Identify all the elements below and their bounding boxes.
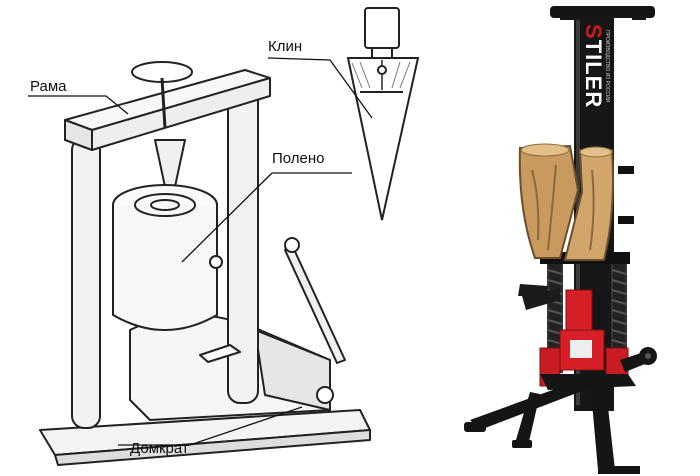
log-photo (518, 143, 614, 261)
label-wedge: Клин (268, 38, 303, 55)
base-legs (464, 347, 657, 474)
label-log: Полено (272, 150, 325, 167)
brand-subtext: ПРОИЗВОДСТВО ИЗ РОССИИ (604, 30, 610, 103)
label-frame: Рама (30, 78, 67, 95)
brand-logo: STILER (581, 24, 606, 108)
label-jack: Домкрат (130, 440, 189, 457)
handle-bar (550, 6, 655, 20)
